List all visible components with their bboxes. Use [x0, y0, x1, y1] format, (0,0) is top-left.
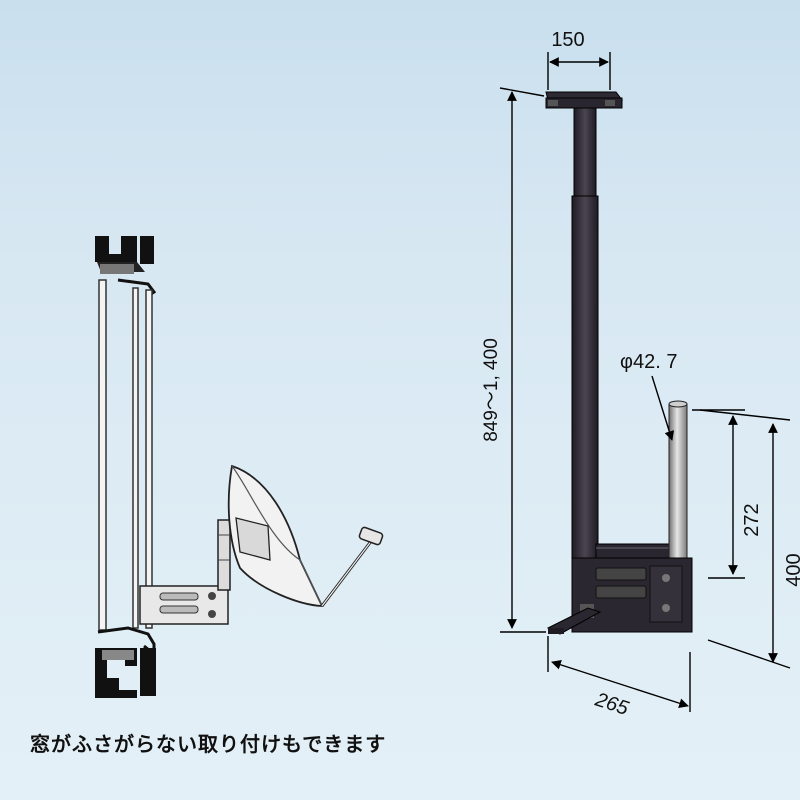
lower-bracket: [571, 557, 693, 633]
ceiling-plate: [545, 91, 623, 109]
satellite-dish: [227, 464, 384, 607]
window-frame-top: [95, 236, 157, 298]
dimension-pipe-diameter: φ42. 7: [620, 351, 677, 373]
dimension-depth: 265: [592, 688, 632, 720]
base-foot: [546, 607, 602, 635]
caption: 窓がふさがらない取り付けもできます: [30, 732, 387, 756]
telescoping-pole: [571, 107, 599, 562]
pole-mount-illustration: 150 849〜1, 400 φ42. 7 272 400 265: [481, 29, 800, 720]
dimension-lines: [499, 52, 791, 712]
dimension-lower-height: 400: [783, 553, 800, 586]
dimension-pipe-length: 272: [741, 503, 763, 536]
window-installation-illustration: [95, 236, 384, 698]
mount-bracket: [139, 519, 231, 625]
window-frame-bottom: [95, 626, 156, 698]
dimension-top-width: 150: [551, 29, 584, 51]
window-rails: [98, 279, 153, 631]
dimension-height-range: 849〜1, 400: [481, 338, 502, 442]
mast-pipe: [668, 400, 688, 565]
